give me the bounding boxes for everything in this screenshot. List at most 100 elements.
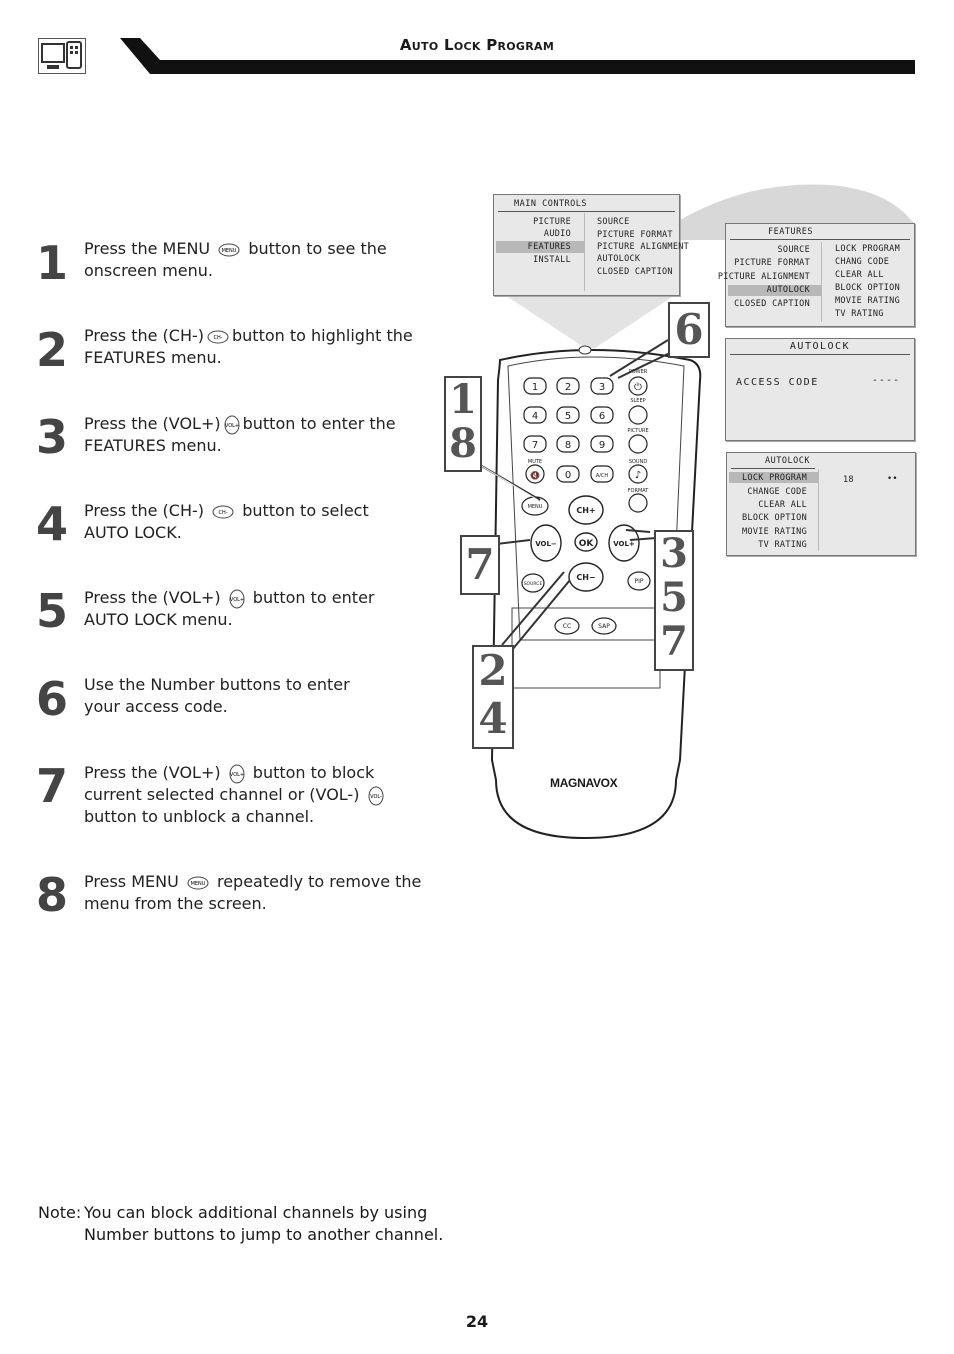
step-line: button to highlight the — [232, 326, 413, 345]
osd-item: PICTURE ALIGNMENT — [597, 242, 690, 252]
osd-highlight — [728, 285, 821, 296]
access-code-label: ACCESS CODE — [736, 377, 819, 388]
step-3-text: Press the (VOL+)VOL+button to enter the … — [84, 413, 414, 457]
osd-title: MAIN CONTROLS — [514, 199, 588, 209]
picture-label: PICTURE — [627, 428, 648, 434]
step-line: current selected channel or (VOL-) — [84, 785, 360, 804]
vol-up-button-icon: VOL+ — [224, 415, 240, 434]
osd-features: FEATURES SOURCE PICTURE FORMAT PICTURE A… — [718, 223, 915, 327]
osd-item: CLOSED CAPTION — [597, 267, 673, 277]
digit-label: 9 — [599, 440, 605, 451]
digit-label: 7 — [532, 440, 538, 451]
pip-button — [627, 571, 651, 591]
svg-text:MENU: MENU — [190, 881, 205, 887]
step-line: button to see the — [248, 239, 387, 258]
osd-item: AUTOLOCK — [597, 254, 641, 264]
note-label: Note: — [38, 1203, 82, 1222]
header-bar: Auto Lock Program — [0, 0, 954, 80]
svg-text:VOL-: VOL- — [370, 794, 382, 800]
digit-button-2 — [556, 377, 580, 395]
osd-item: PICTURE — [533, 217, 571, 227]
digit-button-0 — [556, 465, 580, 483]
access-code-value: ---- — [871, 375, 900, 386]
callout-number: 6 — [674, 305, 704, 354]
note-text: You can block additional channels by usi… — [84, 1202, 444, 1246]
step-line: FEATURES menu. — [84, 348, 222, 367]
ch-down-label: CH− — [576, 573, 595, 582]
sleep-button — [628, 405, 648, 425]
cc-label: CC — [563, 623, 571, 630]
callout-6: 6 — [668, 302, 710, 358]
menu-button-icon: MENU — [187, 876, 209, 889]
osd-separator — [821, 242, 822, 322]
osd-item: AUDIO — [543, 229, 571, 239]
osd-item: CHANGE CODE — [747, 487, 807, 497]
picture-button — [628, 434, 648, 454]
ch-down-button-icon: CH- — [207, 330, 229, 343]
osd-item: MOVIE RATING — [835, 296, 901, 306]
digit-button-6 — [590, 406, 614, 424]
digit-button-8 — [556, 435, 580, 453]
osd-separator — [584, 213, 585, 291]
callout-3-5-7: 3 5 7 — [654, 530, 694, 671]
ach-button — [590, 465, 614, 483]
step-line: button to select — [242, 501, 369, 520]
osd-item: CHANG CODE — [835, 257, 890, 267]
sound-icon: ♪ — [635, 470, 641, 481]
power-icon: ⏻ — [634, 382, 642, 393]
cc-button — [554, 617, 580, 635]
menu-label: MENU — [528, 504, 543, 510]
osd-autolock: AUTOLOCK LOCK PROGRAM CHANGE CODE CLEAR … — [726, 452, 916, 556]
osd-item: CLEAR ALL — [758, 500, 807, 510]
step-line: button to enter — [252, 588, 375, 607]
step-number: 4 — [36, 497, 69, 551]
ok-label: OK — [579, 539, 595, 549]
osd-highlight — [729, 472, 818, 483]
source-label: SOURCE — [524, 581, 543, 587]
digit-label: 3 — [599, 382, 605, 393]
power-label: POWER — [629, 369, 648, 375]
sap-button — [591, 617, 617, 635]
digit-label: 0 — [565, 470, 571, 481]
step-number: 2 — [36, 323, 69, 377]
step-line: AUTO LOCK menu. — [84, 610, 233, 629]
step-5-text: Press the (VOL+) VOL+ button to enter AU… — [84, 587, 414, 631]
step-line: Press the (VOL+) — [84, 588, 221, 607]
step-number: 5 — [36, 584, 69, 638]
mute-label: MUTE — [528, 459, 542, 465]
ch-up-button — [568, 495, 604, 525]
osd-main-controls: MAIN CONTROLS PICTURE AUDIO FEATURES INS… — [493, 194, 689, 296]
callout-number: 1 — [449, 376, 477, 423]
step-1-text: Press the MENU MENU button to see the on… — [84, 238, 414, 282]
vol-down-button-icon: VOL- — [368, 786, 384, 805]
step-line: Press the MENU — [84, 239, 211, 258]
callout-2-4: 2 4 — [472, 645, 514, 749]
format-label: FORMAT — [628, 488, 650, 494]
ok-button — [574, 532, 598, 552]
ir-beam-decoration — [505, 295, 675, 348]
page-title: Auto Lock Program — [399, 36, 555, 54]
osd-rule — [498, 211, 675, 212]
pip-label: PIP — [634, 578, 643, 585]
osd-item: FEATURES — [527, 242, 571, 252]
vol-up-label: VOL+ — [613, 540, 635, 548]
lock-indicator-icon: •• — [887, 474, 898, 484]
step-2-text: Press the (CH-)CH-button to highlight th… — [84, 325, 414, 369]
digit-label: 1 — [532, 382, 538, 393]
osd-item: PICTURE FORMAT — [734, 258, 810, 268]
step-number: 7 — [36, 759, 69, 813]
osd-title: FEATURES — [768, 227, 813, 237]
step-line: button to unblock a channel. — [84, 807, 315, 826]
mute-icon: 🔇 — [530, 470, 540, 480]
osd-item: SOURCE — [777, 245, 810, 255]
step-line: repeatedly to remove the — [216, 872, 422, 891]
step-number: 8 — [36, 868, 69, 922]
callout-lines — [479, 339, 677, 651]
step-line: your access code. — [84, 697, 228, 716]
step-line: onscreen menu. — [84, 261, 213, 280]
step-6-text: Use the Number buttons to enter your acc… — [84, 674, 414, 718]
step-line: Press the (CH-) — [84, 501, 204, 520]
step-line: button to enter the — [242, 414, 396, 433]
callout-7: 7 — [460, 535, 500, 595]
step-line: Use the Number buttons to enter — [84, 675, 350, 694]
